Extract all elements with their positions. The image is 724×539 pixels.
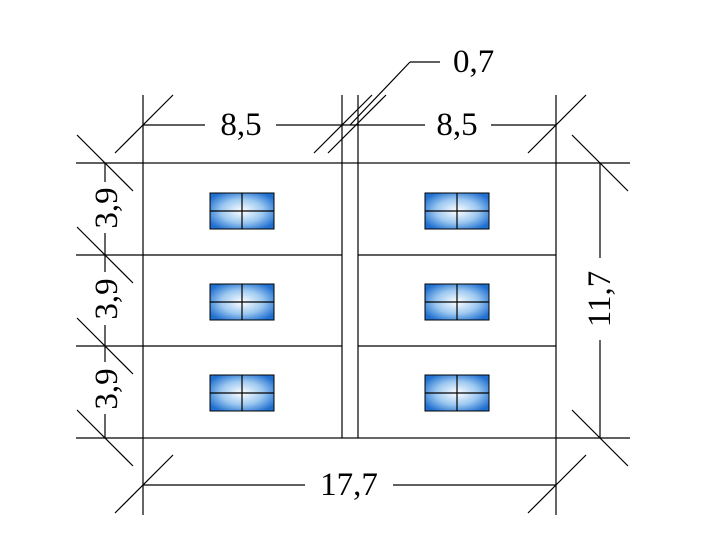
window-left-bottom (209, 374, 275, 412)
window-right-top (424, 192, 490, 230)
window-right-middle (424, 283, 490, 321)
top-dimension: 8,5 8,5 0,7 (114, 44, 587, 163)
building-outline (142, 162, 557, 439)
left-dimension: 3,9 3,9 3,9 (76, 134, 143, 467)
dim-right-total: 11,7 (582, 271, 618, 328)
dim-top-right: 8,5 (436, 107, 477, 143)
windows (209, 192, 490, 412)
right-dimension: 11,7 (556, 134, 630, 467)
window-left-middle (209, 283, 275, 321)
bottom-dimension: 17,7 (114, 438, 587, 515)
window-right-bottom (424, 374, 490, 412)
dim-left-row-middle: 3,9 (89, 278, 125, 319)
dim-left-row-bottom: 3,9 (89, 368, 125, 409)
dim-bottom-total: 17,7 (320, 467, 378, 503)
window-left-top (209, 192, 275, 230)
dim-gap: 0,7 (453, 44, 494, 80)
dim-left-row-top: 3,9 (89, 187, 125, 228)
dim-top-left: 8,5 (220, 107, 261, 143)
